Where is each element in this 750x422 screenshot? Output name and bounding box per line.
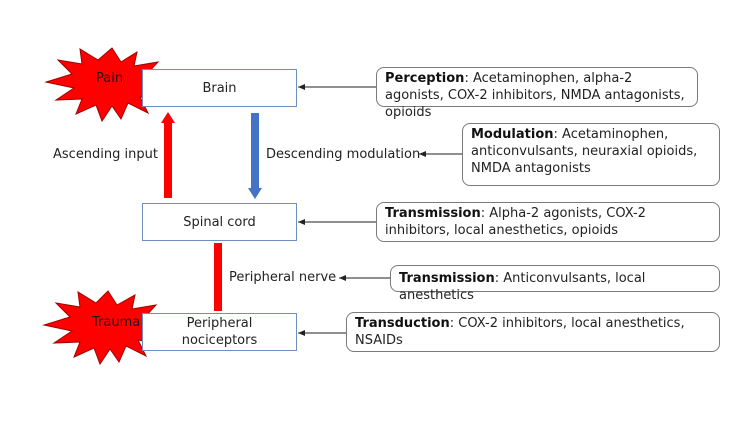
brain-label: Brain [202, 80, 237, 96]
transmission-nerve-box: Transmission: Anticonvulsants, local ane… [390, 265, 720, 303]
ascending-arrow-head [161, 112, 175, 123]
transmission-nerve-title: Transmission [399, 271, 495, 286]
peripheral-nociceptors-node: Peripheral nociceptors [142, 313, 297, 351]
ascending-arrow-shaft [164, 122, 172, 198]
descending-modulation-label: Descending modulation [266, 147, 421, 162]
pain-label: Pain [96, 71, 124, 86]
pain-burst-shape [44, 47, 170, 123]
descending-arrow-shaft [251, 113, 259, 189]
trauma-label: Trauma [92, 315, 141, 330]
spinal-cord-label: Spinal cord [183, 214, 256, 230]
transduction-text: : COX-2 inhibitors, local anesthetics, N… [355, 316, 685, 348]
transmission-spinal-box: Transmission: Alpha-2 agonists, COX-2 in… [376, 202, 720, 242]
modulation-text: : Acetaminophen, anticonvulsants, neurax… [471, 127, 698, 176]
modulation-box: Modulation: Acetaminophen, anticonvulsan… [462, 123, 720, 186]
peripheral-nerve-bar [214, 243, 222, 311]
peripheral-nerve-label: Peripheral nerve [229, 270, 337, 285]
peripheral-nociceptors-label: Peripheral nociceptors [181, 316, 258, 348]
perception-box: Perception: Acetaminophen, alpha-2 agoni… [376, 67, 698, 120]
transmission-nerve-text: : Anticonvulsants, local anesthetics [399, 271, 646, 303]
perception-text: : Acetaminophen, alpha-2 agonists, COX-2… [385, 71, 685, 120]
spinal-cord-node: Spinal cord [142, 203, 297, 241]
descending-arrow-head [248, 188, 262, 199]
ascending-input-label: Ascending input [53, 147, 158, 162]
brain-node: Brain [142, 69, 297, 107]
trauma-burst-shape [42, 290, 168, 366]
transduction-title: Transduction [355, 316, 450, 331]
perception-title: Perception [385, 71, 465, 86]
transduction-box: Transduction: COX-2 inhibitors, local an… [346, 312, 720, 352]
transmission-spinal-title: Transmission [385, 206, 481, 221]
transmission-spinal-text: : Alpha-2 agonists, COX-2 inhibitors, lo… [385, 206, 646, 238]
modulation-title: Modulation [471, 127, 554, 142]
